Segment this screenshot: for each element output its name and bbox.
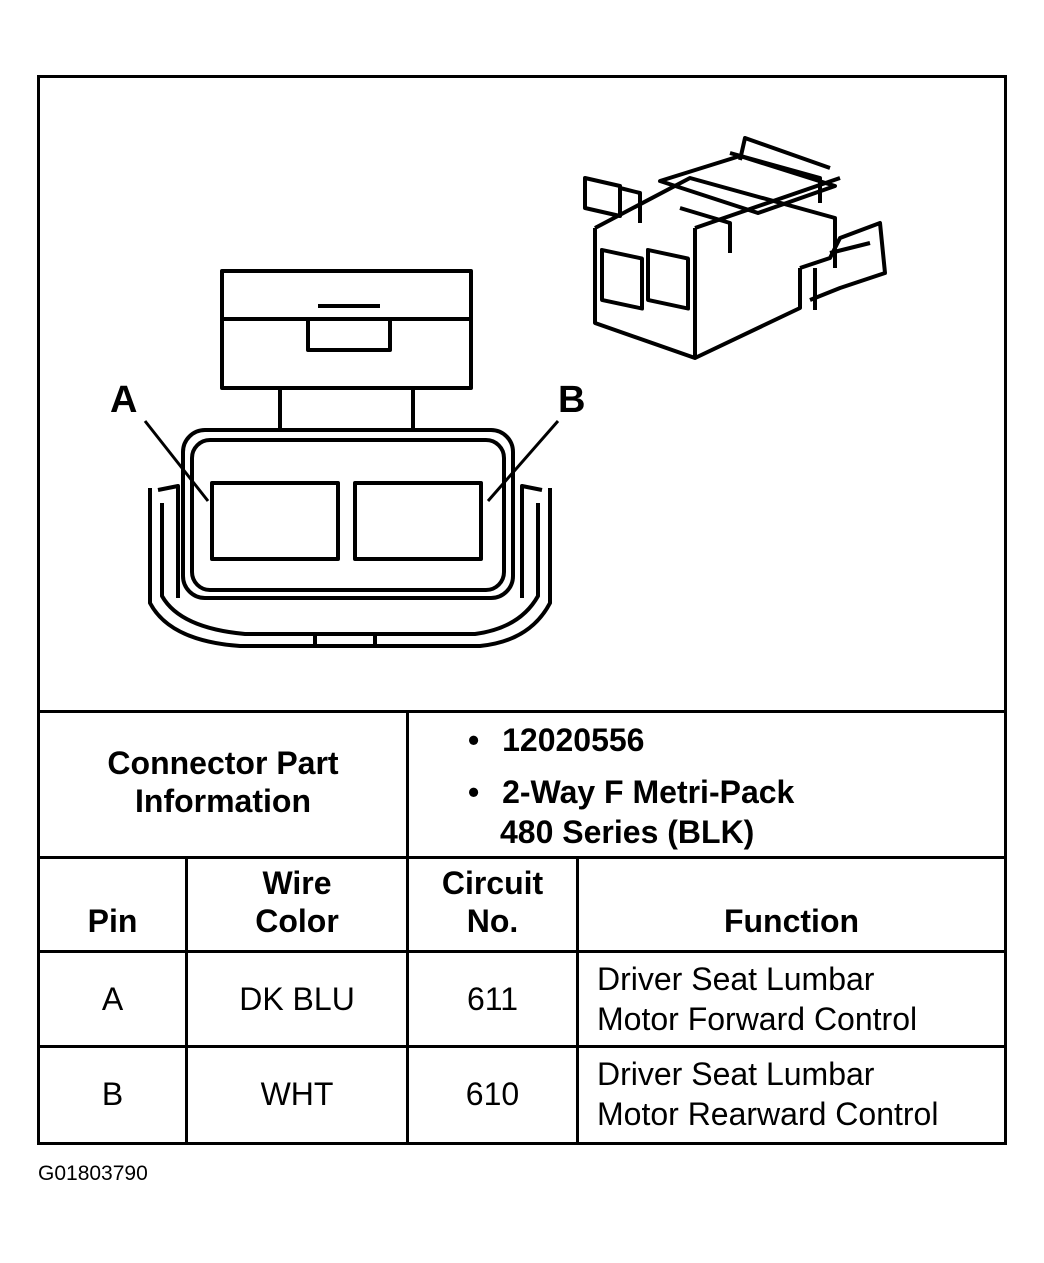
part-info-label: Connector Part Information bbox=[40, 744, 406, 820]
row-a-pin: A bbox=[101, 981, 124, 1017]
bullet: • bbox=[468, 722, 480, 758]
part-info-details: • 12020556 • 2-Way F Metri-Pack 480 Seri… bbox=[468, 720, 988, 852]
header-circuit-line1: Circuit bbox=[441, 865, 544, 901]
row-a-function-line2: Motor Forward Control bbox=[597, 1001, 918, 1037]
header-wire-color-line2: Color bbox=[255, 903, 339, 939]
part-number-item: • 12020556 bbox=[468, 720, 988, 760]
divider bbox=[40, 1045, 1004, 1048]
header-wire-color-line1: Wire bbox=[262, 865, 332, 901]
cavity-a bbox=[210, 481, 340, 561]
divider bbox=[40, 856, 1004, 859]
row-b-function: Driver Seat Lumbar Motor Rearward Contro… bbox=[597, 1054, 997, 1134]
row-a-function-line1: Driver Seat Lumbar bbox=[597, 961, 875, 997]
connector-diagram-frame: A B Connector Part Information • 1202055… bbox=[37, 75, 1007, 1145]
row-b-wire-color: WHT bbox=[260, 1076, 334, 1112]
callout-b-leader bbox=[486, 420, 560, 502]
bullet: • bbox=[468, 774, 480, 810]
row-b-circuit: 610 bbox=[465, 1076, 520, 1112]
header-pin: Pin bbox=[87, 903, 138, 939]
header-circuit-no: Circuit No. bbox=[409, 864, 576, 940]
part-number: 12020556 bbox=[502, 722, 645, 758]
cavity-b bbox=[353, 481, 483, 561]
connector-drawing: A B bbox=[110, 136, 887, 648]
divider bbox=[406, 710, 409, 856]
header-circuit-line2: No. bbox=[466, 903, 519, 939]
connector-face-body bbox=[148, 428, 552, 648]
divider bbox=[40, 710, 1004, 713]
part-description-line1: 2-Way F Metri-Pack bbox=[502, 774, 795, 810]
callout-pin-a: A bbox=[110, 379, 137, 421]
connector-3d-view bbox=[583, 136, 887, 360]
row-b-function-line2: Motor Rearward Control bbox=[597, 1096, 939, 1132]
divider bbox=[40, 950, 1004, 953]
row-b-pin: B bbox=[101, 1076, 124, 1112]
part-description-item: • 2-Way F Metri-Pack bbox=[468, 772, 988, 812]
divider bbox=[185, 856, 188, 1142]
row-b-function-line1: Driver Seat Lumbar bbox=[597, 1056, 875, 1092]
part-description-line2: 480 Series (BLK) bbox=[500, 814, 755, 850]
header-wire-color: Wire Color bbox=[188, 864, 406, 940]
part-info-label-line2: Information bbox=[135, 783, 311, 819]
row-a-circuit: 611 bbox=[466, 981, 518, 1017]
part-info-label-line1: Connector Part bbox=[107, 745, 339, 781]
callout-a-leader bbox=[143, 420, 210, 502]
divider bbox=[406, 856, 409, 1142]
callout-pin-b: B bbox=[558, 379, 585, 421]
locking-tab bbox=[220, 269, 473, 438]
diagram-id: G01803790 bbox=[38, 1162, 148, 1185]
row-a-wire-color: DK BLU bbox=[239, 981, 355, 1017]
divider bbox=[576, 856, 579, 1142]
header-function: Function bbox=[723, 903, 860, 939]
row-a-function: Driver Seat Lumbar Motor Forward Control bbox=[597, 959, 997, 1039]
